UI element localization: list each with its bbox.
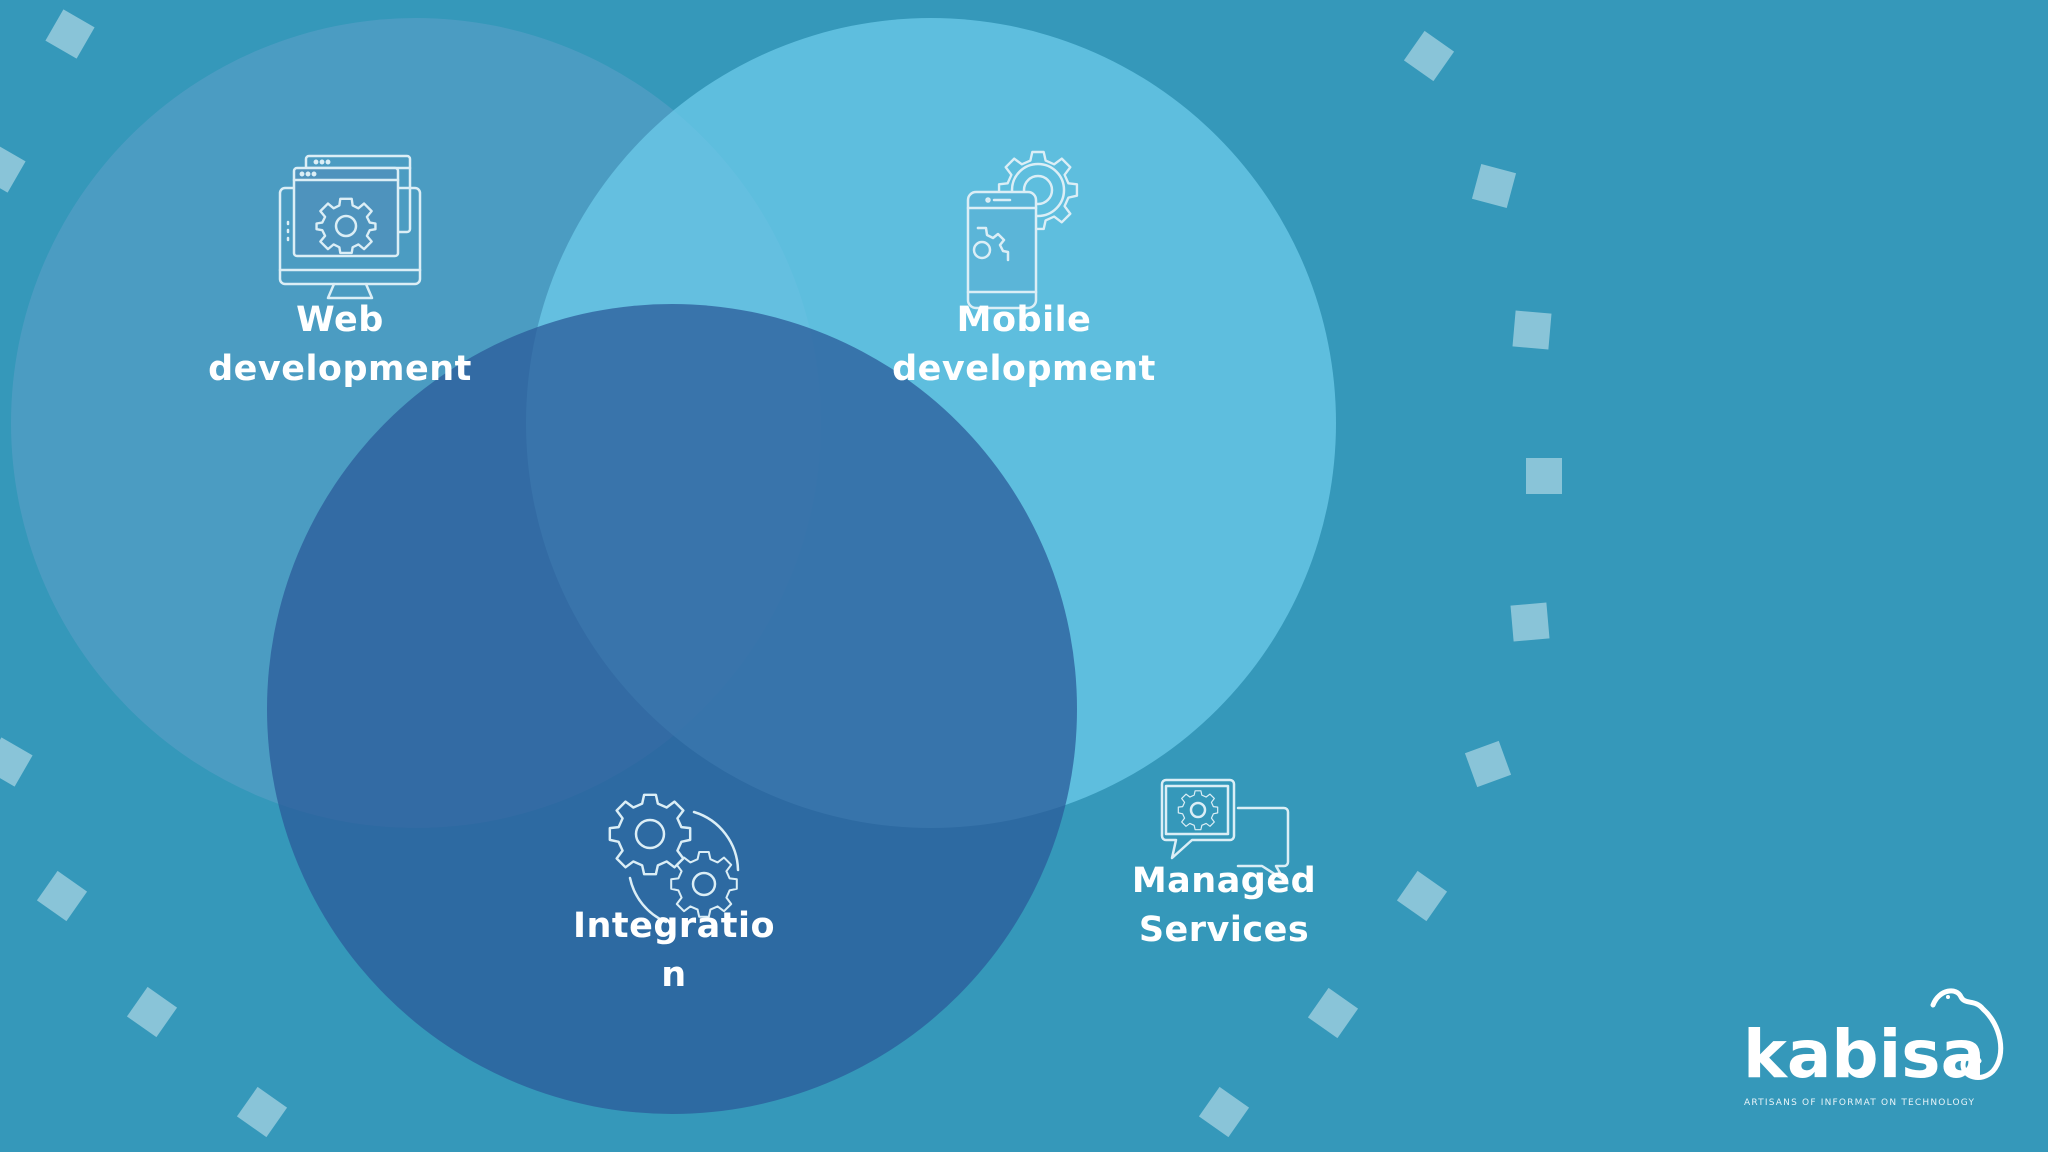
integration-label-line1: Integratio xyxy=(572,906,776,946)
integration-circle xyxy=(267,304,1077,1114)
decorative-square xyxy=(45,9,95,59)
managed-services-label: Managed Services xyxy=(1074,857,1374,955)
decorative-square xyxy=(1464,740,1512,788)
chameleon-tail-icon xyxy=(1930,988,2004,1081)
kabisa-logo: kabisa ARTISANS OF INFORMAT ON TECHNOLOG… xyxy=(1735,985,2015,1115)
integration-label: Integratio n xyxy=(524,902,824,1000)
decorative-square xyxy=(1198,1086,1250,1138)
decorative-square xyxy=(1471,163,1517,209)
venn-circles xyxy=(11,18,1336,1114)
decorative-square xyxy=(1526,458,1562,494)
decorative-square xyxy=(126,986,178,1038)
web-label-line2: development xyxy=(208,349,472,389)
decorative-square xyxy=(36,870,88,922)
decorative-square xyxy=(0,143,26,193)
integration-label-line2: n xyxy=(661,955,687,995)
logo-tagline: ARTISANS OF INFORMAT ON TECHNOLOGY xyxy=(1744,1098,1976,1108)
decorative-square xyxy=(1512,310,1552,350)
monitor-gear-icon xyxy=(276,152,424,302)
mobile-label-line1: Mobile xyxy=(956,300,1092,340)
phone-gear-icon xyxy=(964,144,1094,314)
chat-gear-icon xyxy=(1158,778,1292,888)
mobile-development-label: Mobile development xyxy=(874,296,1174,394)
mobile-label-line2: development xyxy=(892,349,1156,389)
decorative-square xyxy=(0,737,33,787)
decorative-squares xyxy=(0,9,1562,1138)
managed-label-line1: Managed xyxy=(1131,861,1317,901)
decorative-square xyxy=(236,1086,288,1138)
managed-label-line2: Services xyxy=(1138,910,1310,950)
web-label-line1: Web xyxy=(296,300,384,340)
decorative-square xyxy=(1510,602,1550,642)
decorative-square xyxy=(1396,870,1448,922)
decorative-square xyxy=(1403,30,1455,82)
logo-wordmark: kabisa xyxy=(1743,1016,1986,1093)
gears-icon xyxy=(606,790,744,928)
web-development-label: Web development xyxy=(190,296,490,394)
decorative-square xyxy=(1307,987,1359,1039)
